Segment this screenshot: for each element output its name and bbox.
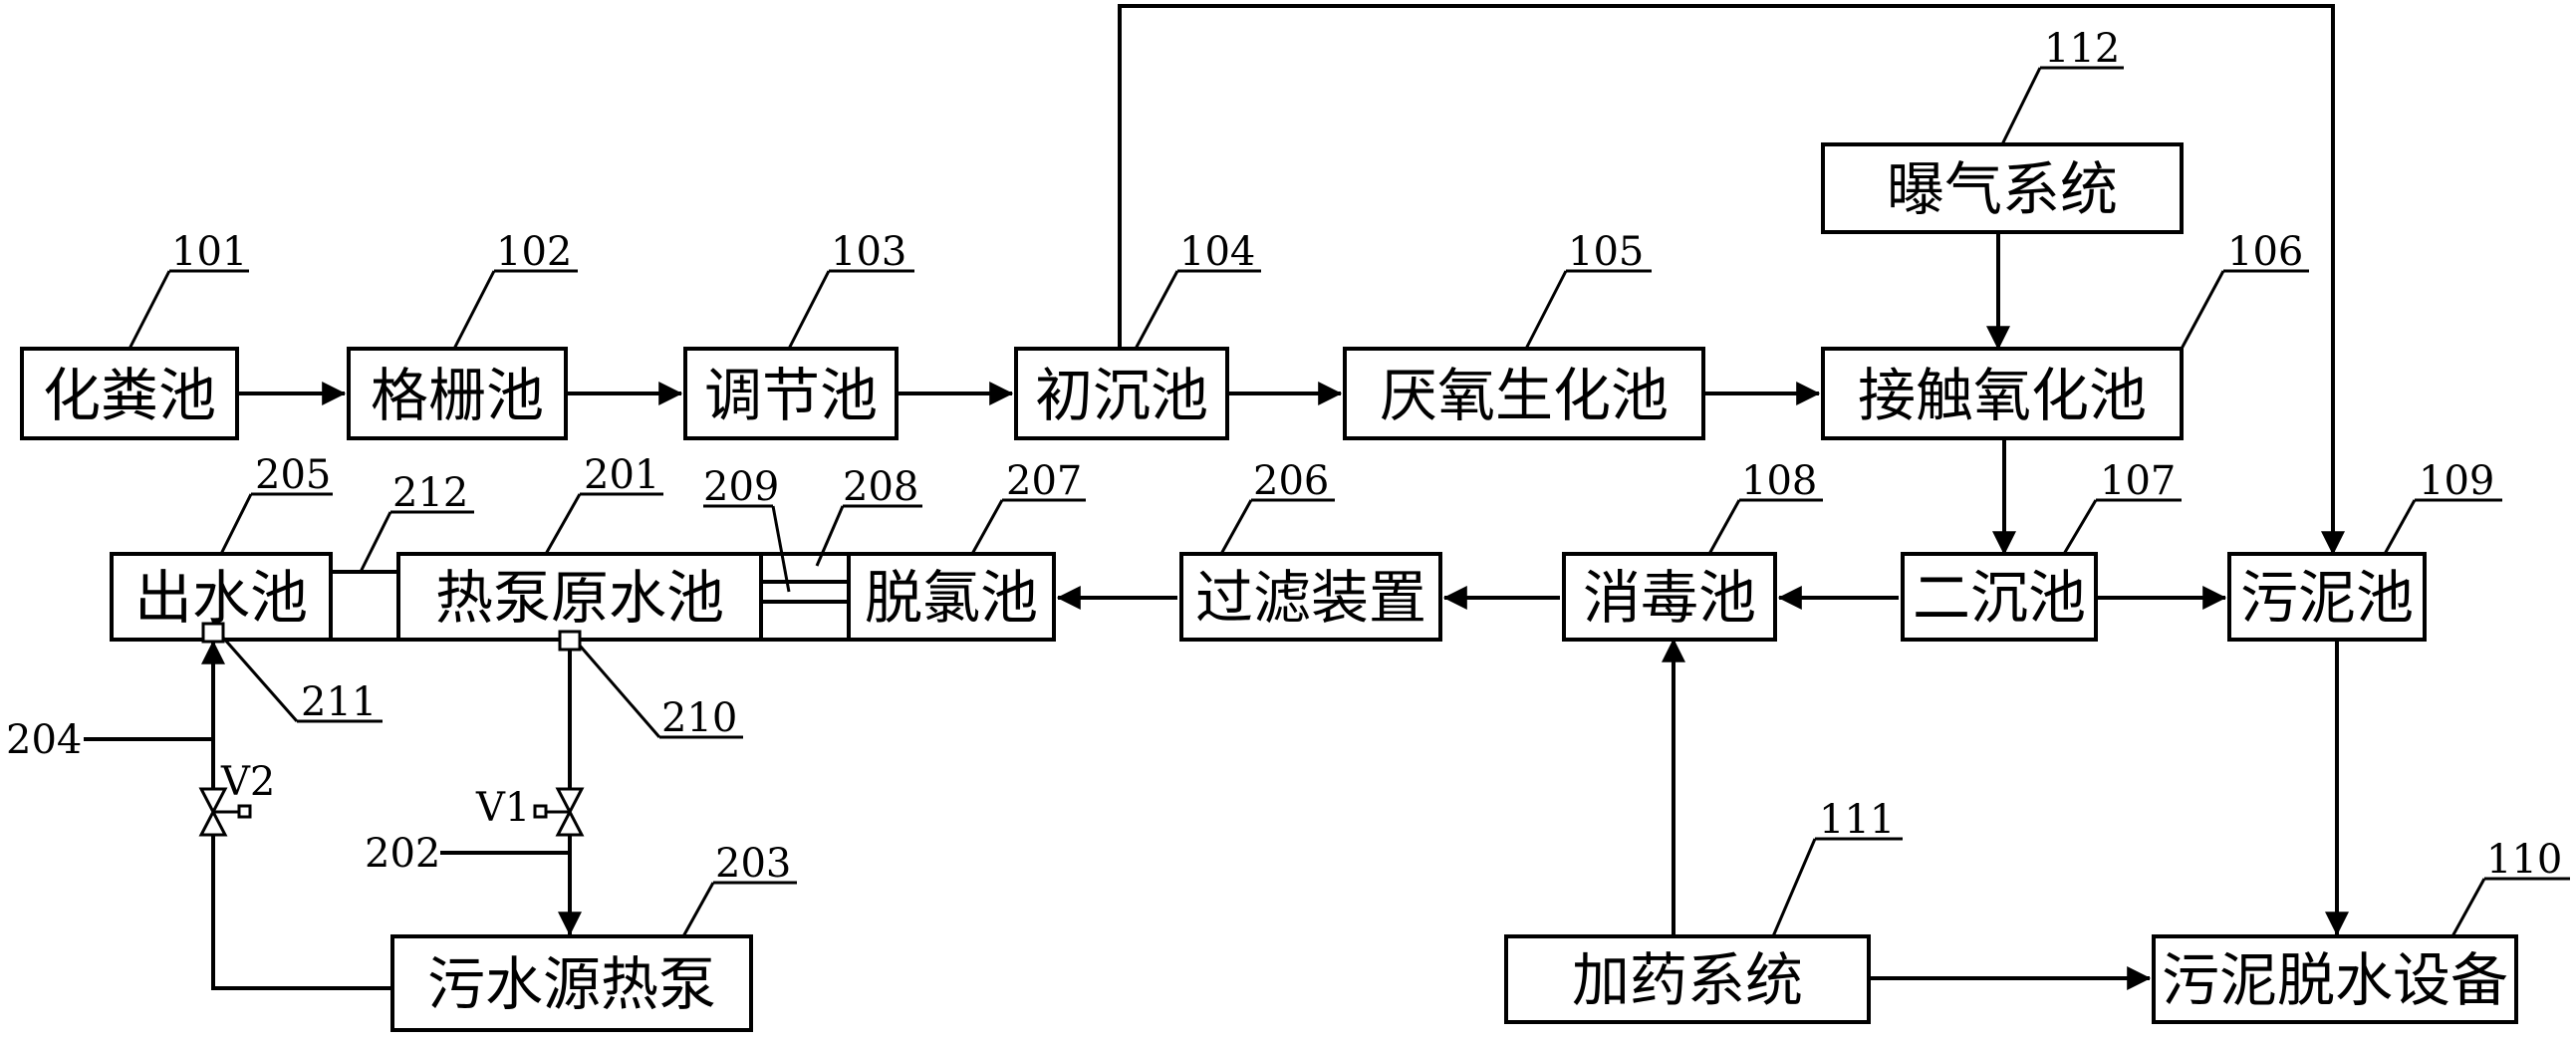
box-anaerobic-tank: 厌氧生化池 [1343, 347, 1705, 440]
box-dosing-system: 加药系统 [1504, 934, 1871, 1024]
label-outlet-tank: 出水池 [134, 564, 308, 632]
ref-203: 203 [715, 841, 791, 887]
ref-102: 102 [496, 229, 572, 275]
ref-211: 211 [301, 679, 377, 725]
ref-109: 109 [2419, 458, 2494, 504]
ref-201: 201 [584, 452, 659, 498]
box-primary-sedimentation: 初沉池 [1014, 347, 1229, 440]
box-contact-oxidation: 接触氧化池 [1821, 347, 2184, 440]
label-primary-sedimentation: 初沉池 [1035, 362, 1208, 429]
valve-v1: V1 [475, 785, 585, 837]
label-filter-device: 过滤装置 [1195, 564, 1426, 632]
label-sewage-heat-pump: 污水源热泵 [427, 950, 716, 1018]
ref-208: 208 [843, 464, 918, 510]
label-septic-tank: 化粪池 [43, 362, 216, 429]
label-sludge-tank: 污泥池 [2240, 564, 2414, 632]
label-contact-oxidation: 接触氧化池 [1858, 362, 2147, 429]
box-aeration-system: 曝气系统 [1821, 142, 2184, 234]
ref-104: 104 [1179, 229, 1255, 275]
box-secondary-sedimentation: 二沉池 [1901, 552, 2098, 642]
valve-v1-actuator [533, 804, 548, 819]
label-dosing-system: 加药系统 [1572, 946, 1803, 1014]
ref-110: 110 [2486, 837, 2562, 883]
ref-205: 205 [255, 452, 331, 498]
pipe-203-to-211 [211, 835, 392, 990]
valve-v2-body [198, 787, 228, 816]
connector-208-209 [759, 552, 851, 642]
ref-112: 112 [2044, 26, 2120, 72]
box-dechlorination-tank: 脱氯池 [847, 552, 1056, 642]
label-aeration-system: 曝气系统 [1887, 155, 2118, 223]
ref-209: 209 [703, 464, 779, 510]
ref-101: 101 [171, 229, 247, 275]
label-dechlorination-tank: 脱氯池 [865, 564, 1038, 632]
connector-212 [329, 570, 400, 642]
box-heat-pump-raw-water: 热泵原水池 [396, 552, 763, 642]
box-disinfection-tank: 消毒池 [1562, 552, 1777, 642]
ref-206: 206 [1253, 458, 1329, 504]
box-regulating-tank: 调节池 [683, 347, 899, 440]
box-grid-tank: 格栅池 [347, 347, 568, 440]
ref-103: 103 [831, 229, 906, 275]
box-sludge-dewatering: 污泥脱水设备 [2152, 934, 2518, 1024]
ref-202: 202 [365, 831, 440, 877]
label-grid-tank: 格栅池 [371, 362, 544, 429]
ref-111: 111 [1819, 797, 1895, 843]
ref-210: 210 [661, 695, 737, 741]
valve-v2: V2 [198, 759, 275, 837]
connections [84, 4, 2349, 990]
valve-v1-body-2 [555, 808, 585, 837]
box-sewage-heat-pump: 污水源热泵 [390, 934, 753, 1032]
ref-108: 108 [1741, 458, 1817, 504]
ref-207: 207 [1006, 458, 1082, 504]
valve-v1-label: V1 [475, 785, 530, 831]
valve-v2-actuator [237, 804, 252, 819]
label-secondary-sedimentation: 二沉池 [1913, 564, 2086, 632]
port-210 [558, 630, 582, 652]
valve-v2-body-2 [198, 808, 228, 837]
ref-106: 106 [2227, 229, 2303, 275]
valve-v1-body [555, 787, 585, 816]
box-septic-tank: 化粪池 [20, 347, 239, 440]
ref-212: 212 [392, 470, 468, 516]
label-sludge-dewatering: 污泥脱水设备 [2162, 946, 2508, 1014]
ref-labels: 101 102 103 104 105 106 112 107 108 [6, 26, 2570, 937]
ref-107: 107 [2100, 458, 2176, 504]
arrow-104-109 [1118, 4, 2345, 556]
valve-v2-label: V2 [220, 759, 275, 805]
ref-105: 105 [1568, 229, 1644, 275]
box-sludge-tank: 污泥池 [2227, 552, 2427, 642]
label-heat-pump-raw-water: 热泵原水池 [435, 564, 724, 632]
label-anaerobic-tank: 厌氧生化池 [1380, 362, 1669, 429]
box-filter-device: 过滤装置 [1179, 552, 1442, 642]
port-211 [201, 622, 225, 644]
ref-204: 204 [6, 717, 82, 763]
label-disinfection-tank: 消毒池 [1583, 564, 1756, 632]
label-regulating-tank: 调节池 [704, 362, 878, 429]
